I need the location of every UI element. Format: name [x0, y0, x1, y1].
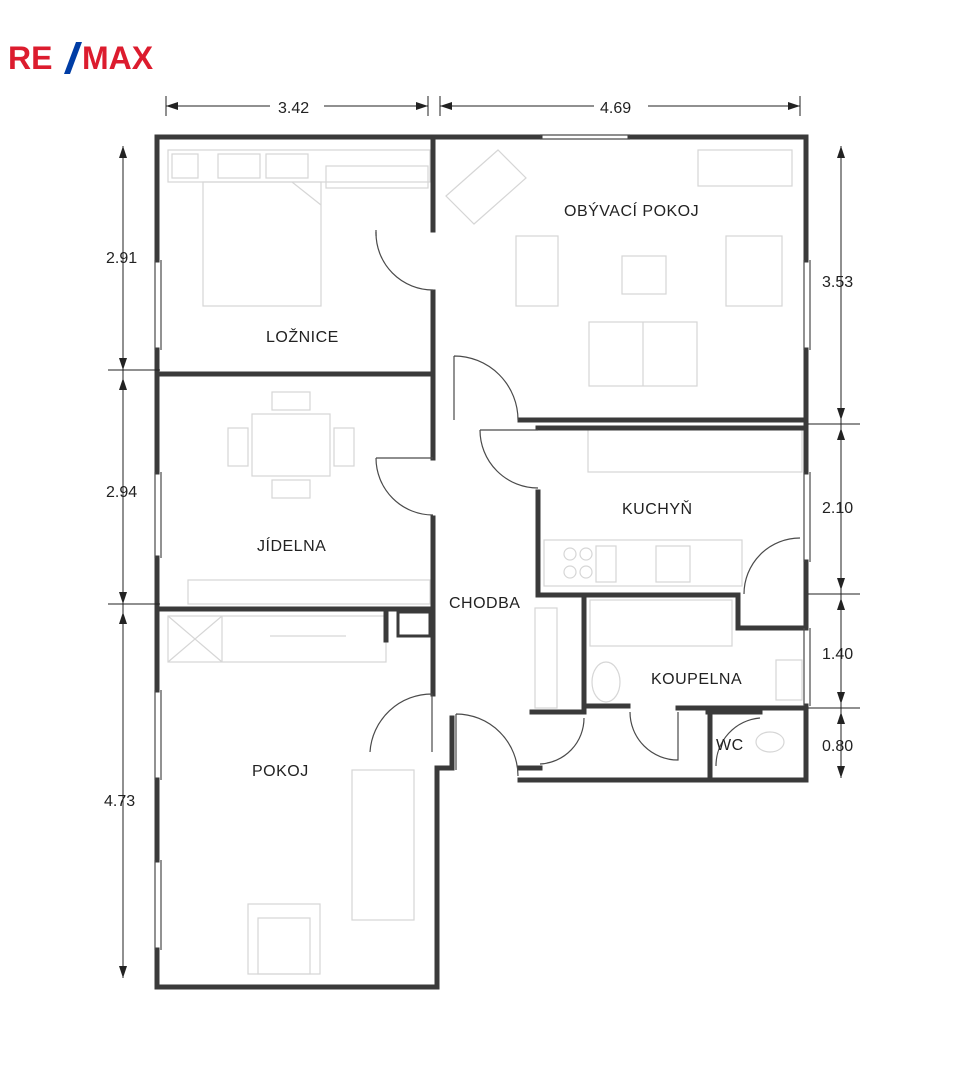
logo-text-left: RE: [8, 40, 52, 76]
room-label-pokoj: POKOJ: [252, 763, 309, 780]
dimension-lines: [108, 96, 860, 978]
windows: [154, 134, 811, 950]
dim-right-2: 2.10: [822, 500, 853, 517]
dim-top-right: 4.69: [600, 100, 631, 117]
walls: [154, 134, 809, 990]
dim-left-1: 2.91: [106, 250, 137, 267]
logo-text-right: MAX: [82, 40, 154, 76]
dim-right-3: 1.40: [822, 646, 853, 663]
logo-slash: [64, 42, 82, 74]
room-label-chodba: CHODBA: [449, 595, 520, 612]
doors: [369, 230, 801, 777]
dim-right-4: 0.80: [822, 738, 853, 755]
dim-left-2: 2.94: [106, 484, 137, 501]
dim-top-left: 3.42: [278, 100, 309, 117]
room-label-koupelna: KOUPELNA: [651, 671, 742, 688]
dim-left-3: 4.73: [104, 793, 135, 810]
room-label-jidelna: JÍDELNA: [257, 536, 326, 555]
dim-right-1: 3.53: [822, 274, 853, 291]
room-label-kuchyn: KUCHYŇ: [622, 499, 693, 518]
room-label-wc: WC: [716, 737, 744, 754]
remax-logo: RE MAX: [8, 40, 154, 76]
room-label-obyvaci-pokoj: OBÝVACÍ POKOJ: [564, 201, 699, 220]
furniture: [167, 149, 803, 975]
room-label-loznice: LOŽNICE: [266, 327, 339, 346]
